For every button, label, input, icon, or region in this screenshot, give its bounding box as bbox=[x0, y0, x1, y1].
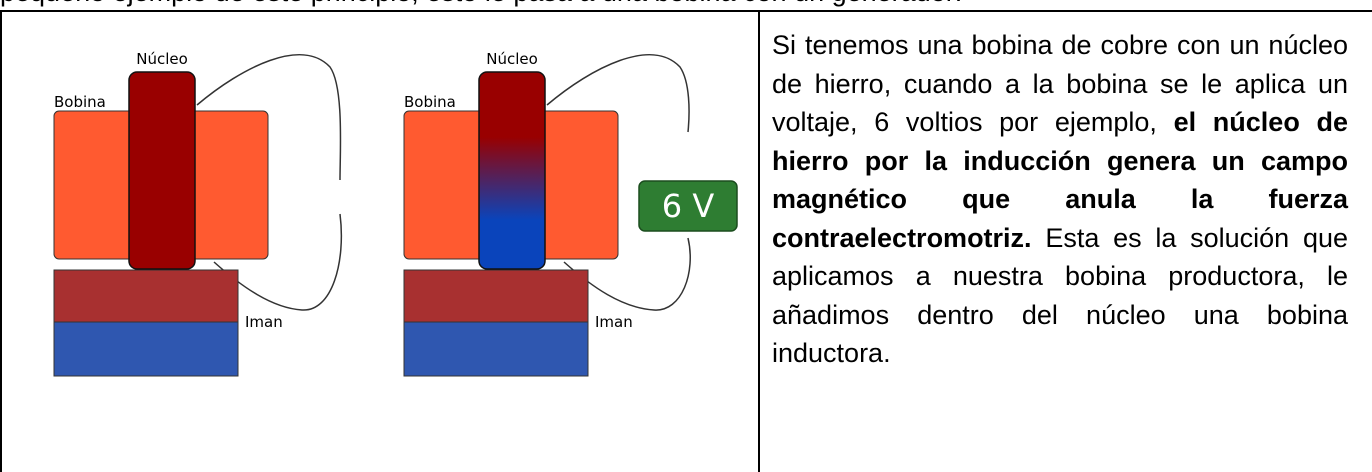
diagram-cell: Núcleo Bobina Iman Núcleo Bobina Iman 6 … bbox=[0, 12, 760, 472]
left-core-label: Núcleo bbox=[136, 50, 188, 68]
voltage-label: 6 V bbox=[662, 187, 715, 225]
paragraph-part-2: Esta es la solución que aplicamos a nues… bbox=[772, 222, 1348, 369]
left-wire-bottom bbox=[213, 213, 343, 311]
left-coil-label: Bobina bbox=[54, 93, 106, 111]
right-core bbox=[478, 71, 546, 270]
top-text-line: pequeño ejemplo de este principio, esto … bbox=[0, 0, 1372, 10]
right-wire-top bbox=[546, 54, 690, 133]
voltage-badge: 6 V bbox=[638, 180, 738, 232]
right-assembly: Núcleo Bobina Iman 6 V bbox=[403, 50, 738, 377]
paragraph-part-1: Si tenemos una bobina de cobre con un nú… bbox=[772, 30, 1348, 137]
right-core-label: Núcleo bbox=[486, 50, 538, 68]
text-cell: Si tenemos una bobina de cobre con un nú… bbox=[762, 12, 1372, 462]
right-magnet-top bbox=[403, 269, 589, 323]
right-magnet-bottom bbox=[403, 321, 589, 377]
coil-diagram: Núcleo Bobina Iman Núcleo Bobina Iman 6 … bbox=[53, 50, 738, 377]
explanation-paragraph: Si tenemos una bobina de cobre con un nú… bbox=[772, 26, 1348, 373]
left-assembly: Núcleo Bobina Iman bbox=[53, 50, 343, 377]
right-magnet-label: Iman bbox=[595, 313, 633, 331]
left-magnet-bottom bbox=[53, 321, 239, 377]
left-magnet-label: Iman bbox=[245, 313, 283, 331]
right-wire-bottom bbox=[563, 237, 691, 311]
left-wire-top bbox=[196, 54, 342, 181]
left-core bbox=[128, 71, 196, 270]
right-coil-label: Bobina bbox=[404, 93, 456, 111]
content-table: Núcleo Bobina Iman Núcleo Bobina Iman 6 … bbox=[0, 10, 1372, 472]
paragraph-bold-part: el núcleo de hierro por la inducción gen… bbox=[772, 107, 1348, 253]
left-magnet-top bbox=[53, 269, 239, 323]
